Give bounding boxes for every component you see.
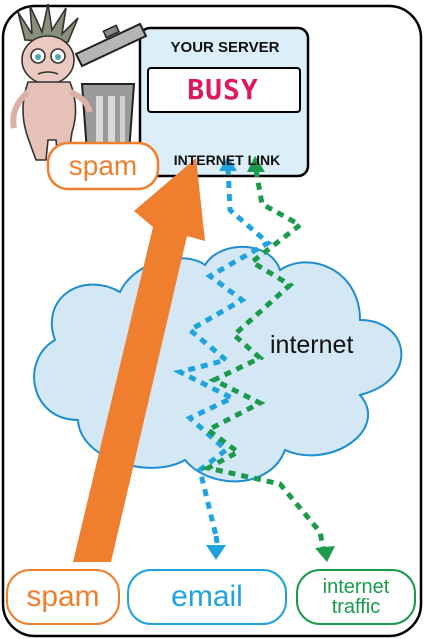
server-title: YOUR SERVER: [170, 38, 280, 56]
spam-label-box: [46, 141, 160, 191]
legend-traffic-line2: traffic: [331, 596, 381, 618]
legend-traffic-line1: internet: [322, 576, 390, 598]
traffic-arrow-down: [315, 546, 335, 562]
spam-arrow: [73, 158, 205, 562]
internet-link-label: INTERNET LINK: [173, 152, 281, 168]
legend-email: email: [127, 569, 287, 625]
email-path: [172, 167, 273, 549]
troll-monster-icon: [10, 3, 93, 161]
busy-indicator-box: [147, 67, 301, 113]
email-arrow-up: [219, 156, 237, 171]
server-box: [138, 26, 310, 178]
internet-label: internet: [270, 330, 354, 359]
legend-spam: spam: [6, 569, 120, 625]
busy-status-text: BUSY: [187, 72, 259, 106]
email-arrow-down: [206, 545, 226, 560]
legend-internet-traffic: internet traffic: [296, 569, 416, 625]
traffic-path: [200, 169, 327, 553]
traffic-arrow-up: [247, 156, 265, 172]
spam-top-label: spam: [68, 150, 138, 181]
